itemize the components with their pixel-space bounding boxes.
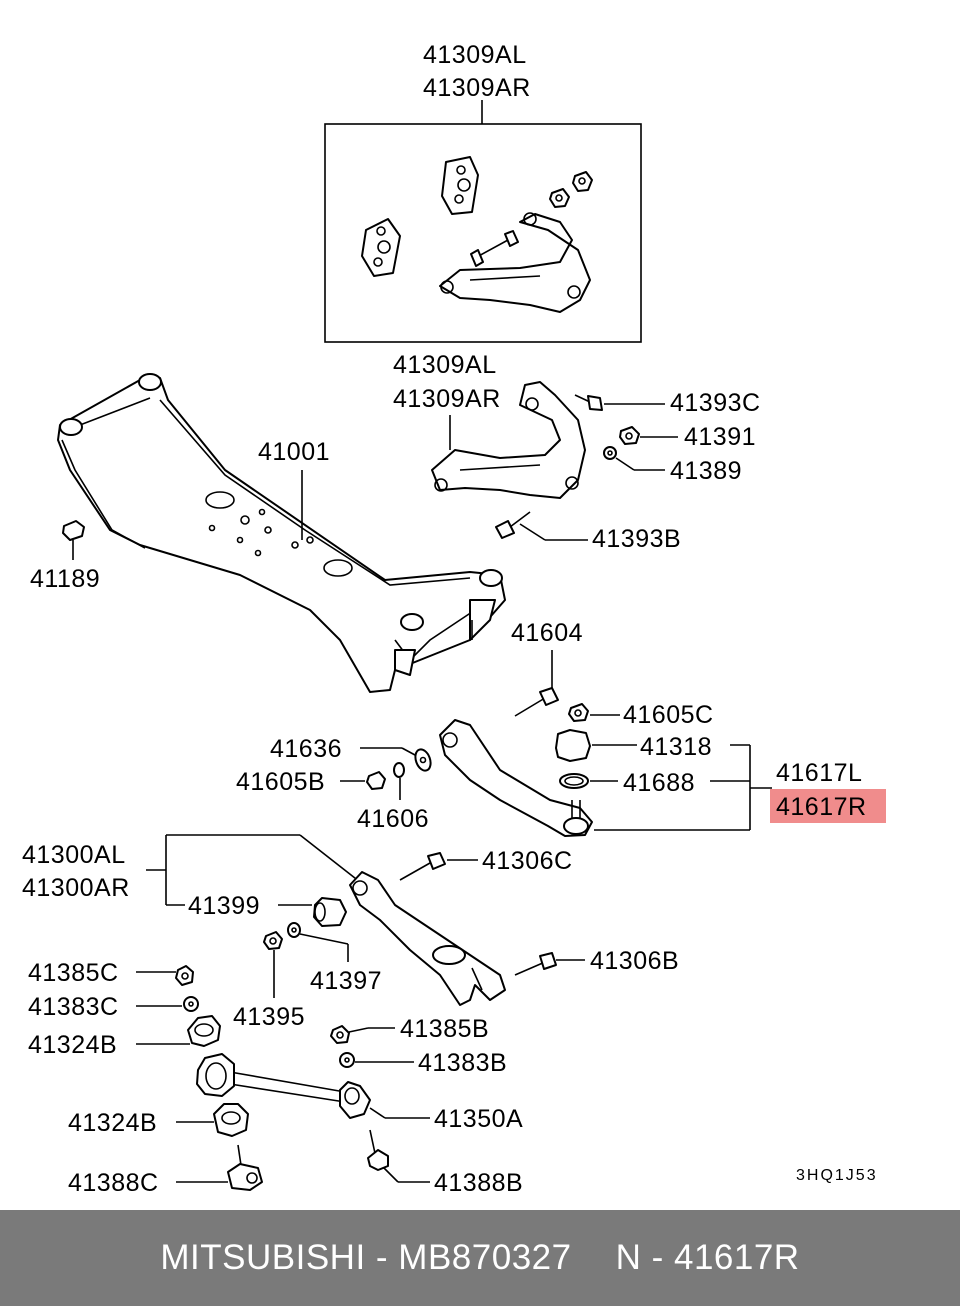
highlight-41617R: [770, 789, 886, 823]
label-41385B: 41385B: [400, 1015, 489, 1043]
label-41388C: 41388C: [68, 1169, 159, 1197]
label-41383C: 41383C: [28, 993, 119, 1021]
crossmember-41001: [57, 373, 506, 693]
lateral-rod-41350: [136, 965, 430, 1191]
label-41300AL: 41300AL: [22, 841, 126, 869]
label-41388B: 41388B: [434, 1169, 523, 1197]
footer-part-number: MB870327: [398, 1238, 572, 1277]
inset-box: [324, 100, 642, 343]
label-41309AR-top: 41309AR: [423, 74, 531, 102]
footer-separator: -: [365, 1238, 399, 1277]
footer-ref-prefix: N: [615, 1238, 642, 1277]
label-41309AL: 41309AL: [393, 351, 497, 379]
footer-brand: MITSUBISHI: [160, 1238, 366, 1277]
label-41605B: 41605B: [236, 768, 325, 796]
footer-bar: MITSUBISHI - MB870327 N - 41617R: [0, 1210, 960, 1306]
label-41617L: 41617L: [776, 759, 862, 787]
label-41395: 41395: [233, 1003, 305, 1031]
upper-arm-assembly: [431, 381, 678, 541]
label-41324B-lower: 41324B: [68, 1109, 157, 1137]
label-41391: 41391: [684, 423, 756, 451]
footer-ref-number: 41617R: [673, 1238, 800, 1277]
trailing-arm-41617: [439, 650, 772, 837]
labels: 41309AL 41309AR 41309AL 41309AR 41393C 4…: [22, 41, 878, 1197]
label-41385C: 41385C: [28, 959, 119, 987]
label-41350A: 41350A: [434, 1105, 523, 1133]
footer-separator-2: -: [641, 1238, 674, 1277]
label-41324B-upper: 41324B: [28, 1031, 117, 1059]
label-41389: 41389: [670, 457, 742, 485]
label-41605C: 41605C: [623, 701, 714, 729]
label-41318: 41318: [640, 733, 712, 761]
lower-arm-41300: [146, 834, 585, 1006]
label-41636: 41636: [270, 735, 342, 763]
label-41309AL-top: 41309AL: [423, 41, 527, 69]
label-41397: 41397: [310, 967, 382, 995]
label-41393C: 41393C: [670, 389, 761, 417]
label-41604: 41604: [511, 619, 583, 647]
label-41617R: 41617R: [776, 793, 867, 821]
bump-stop-41189: [62, 520, 85, 541]
label-41393B: 41393B: [592, 525, 681, 553]
label-41306C: 41306C: [482, 847, 573, 875]
label-41306B: 41306B: [590, 947, 679, 975]
label-41383B: 41383B: [418, 1049, 507, 1077]
parts-diagram: 41309AL 41309AR 41309AL 41309AR 41393C 4…: [22, 41, 886, 1197]
label-41399: 41399: [188, 892, 260, 920]
diagram-code: 3HQ1J53: [796, 1167, 878, 1184]
label-41688: 41688: [623, 769, 695, 797]
label-41001: 41001: [258, 438, 330, 466]
label-41309AR: 41309AR: [393, 385, 501, 413]
label-41189: 41189: [30, 565, 100, 593]
small-hardware-left: [340, 747, 432, 800]
label-41606: 41606: [357, 805, 429, 833]
label-41300AR: 41300AR: [22, 874, 130, 902]
